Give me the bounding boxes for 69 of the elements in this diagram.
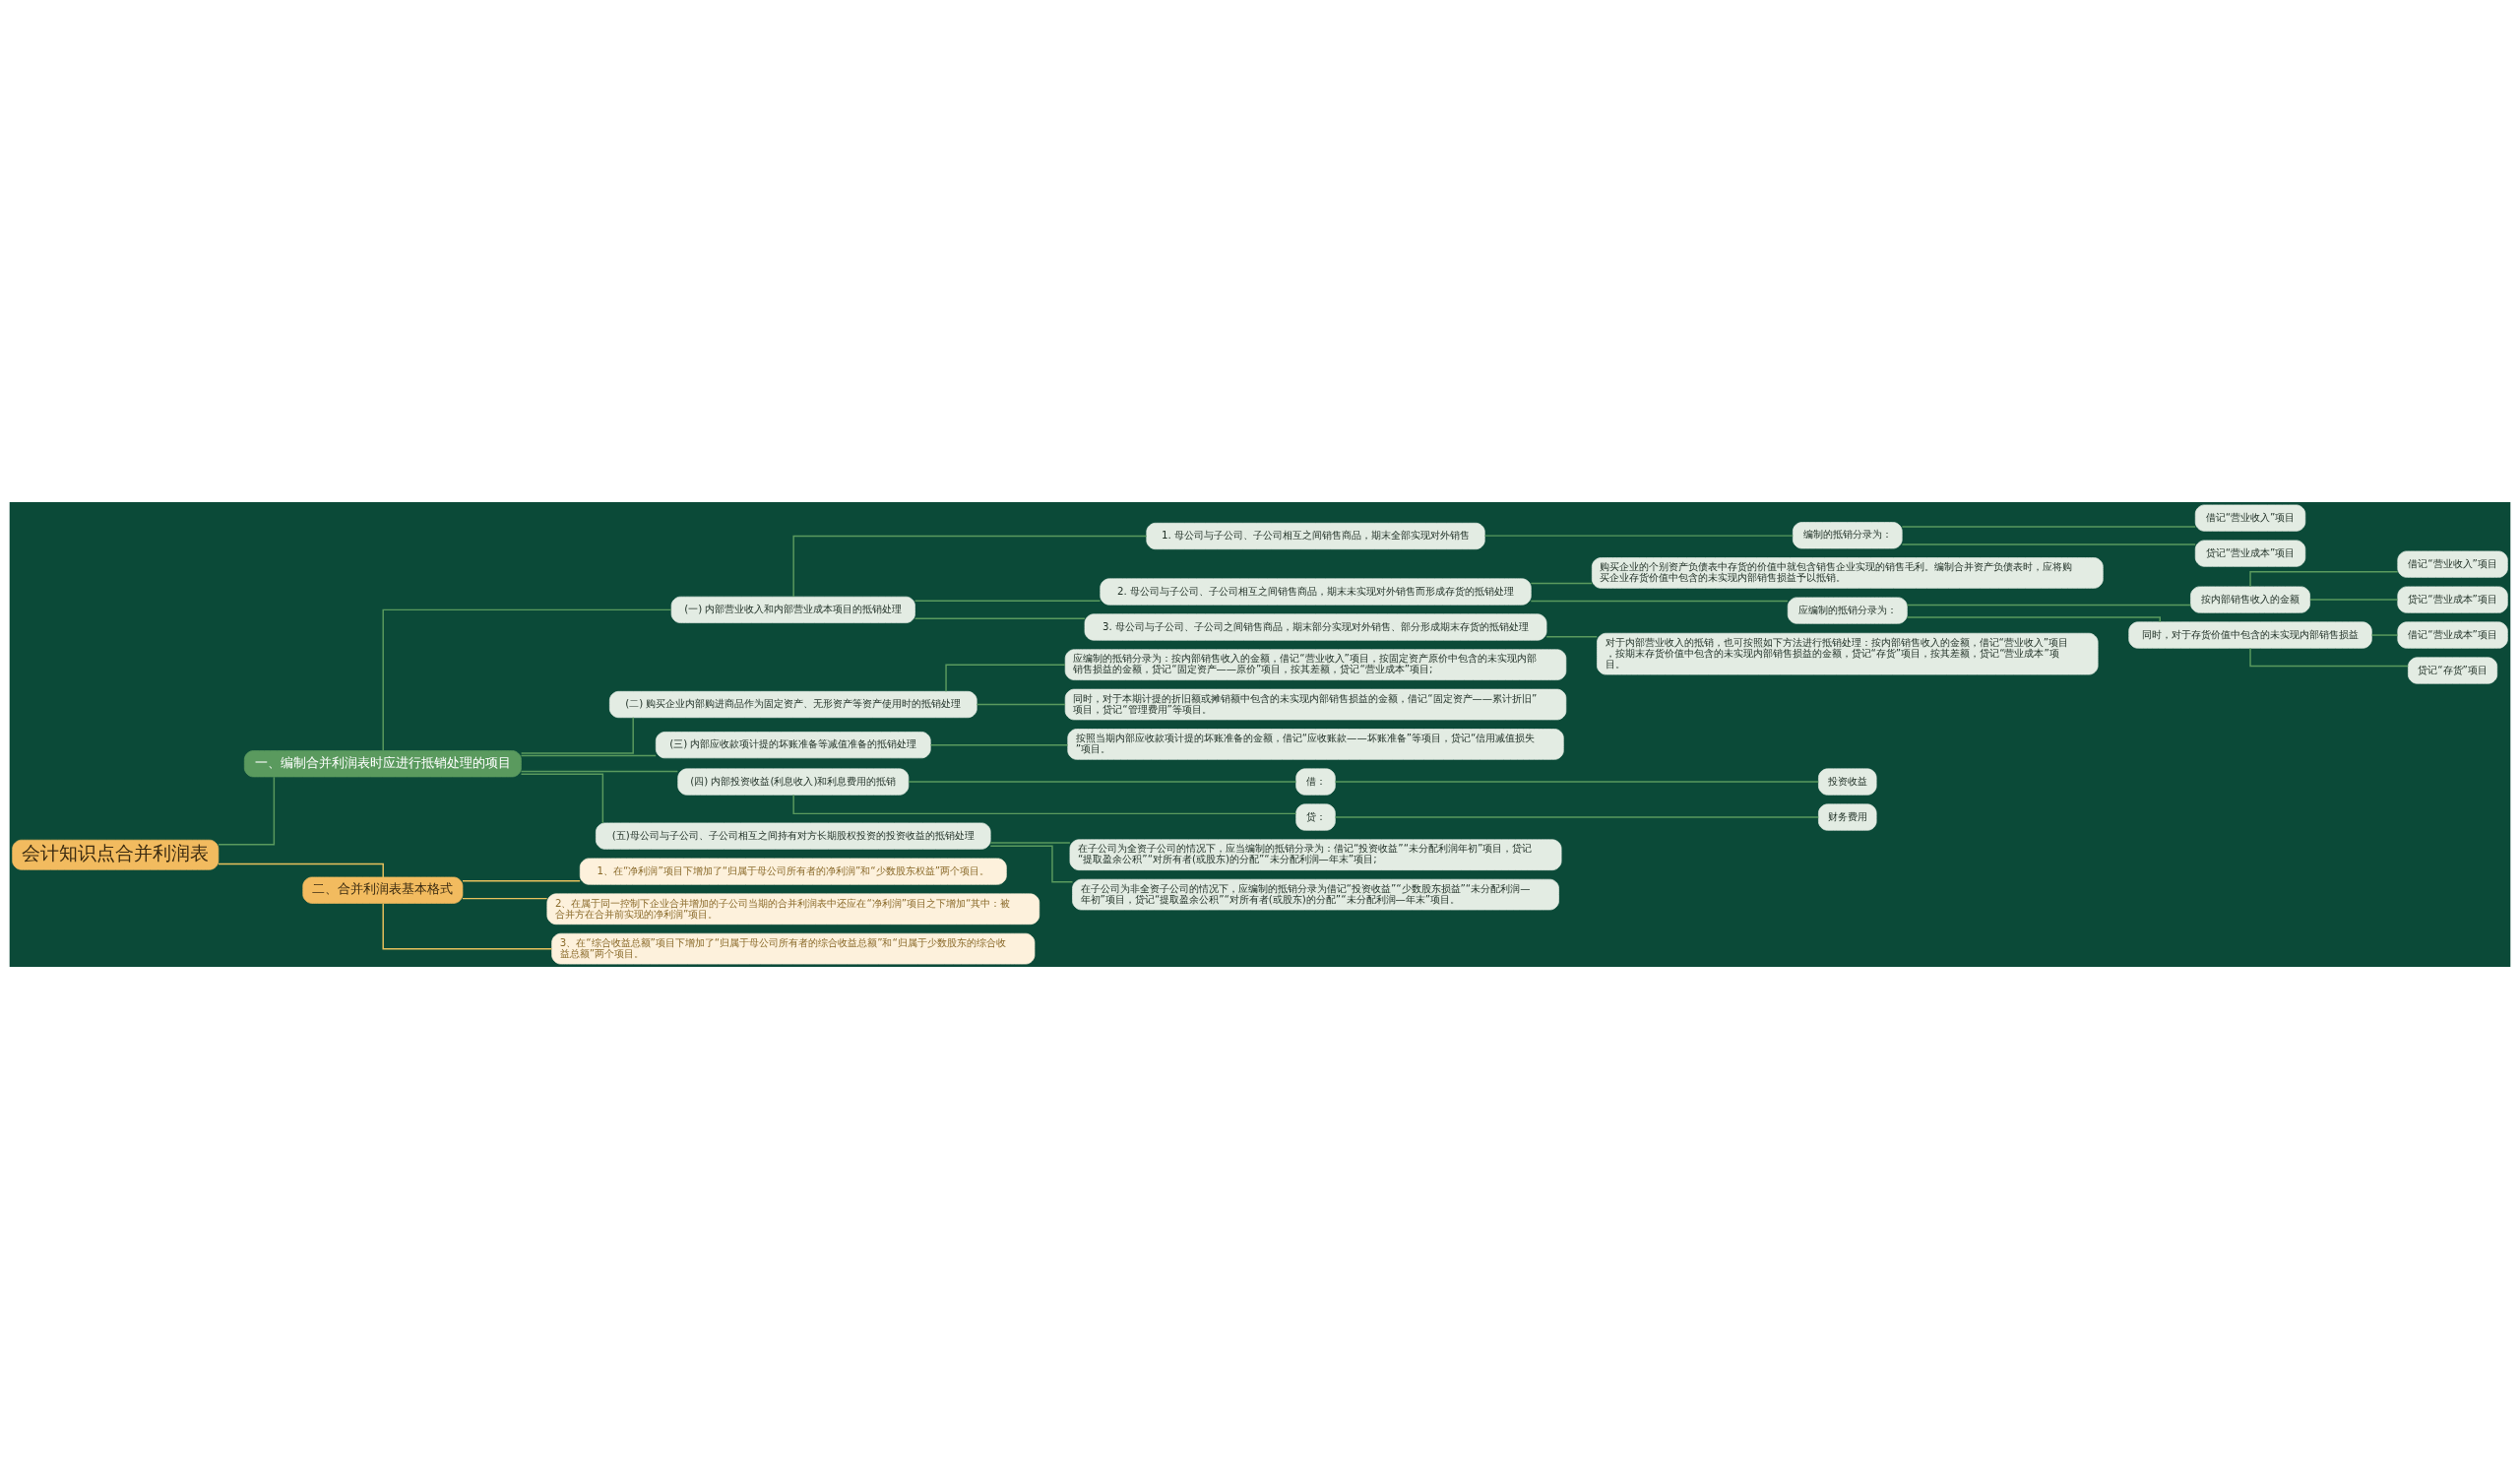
node-box: 购买企业的个别资产负债表中存货的价值中就包含销售企业实现的销售毛利。编制合并资产负债表时，应将购买企业存货价值中包含的未实现内部销售损益予以抵销。 xyxy=(1591,557,2104,589)
connector xyxy=(976,703,1066,706)
connector xyxy=(2370,634,2399,636)
node-box: (四) 内部投资收益(利息收入)和利息费用的抵销 xyxy=(677,768,910,796)
node-box: 在子公司为全资子公司的情况下，应当编制的抵销分录为：借记“投资收益”“未分配利润年初”项目，贷记“提取盈余公积”“对所有者(或股东)的分配”“未分配利润—年末”项目; xyxy=(1069,839,1562,870)
connector xyxy=(1901,543,2196,545)
connector xyxy=(520,773,604,824)
connector xyxy=(908,781,1297,783)
node-box: 借记“营业收入”项目 xyxy=(2194,504,2306,532)
connector xyxy=(1545,636,1598,638)
node-box: 编制的抵销分录为： xyxy=(1793,522,1903,549)
node-box: 对于内部营业收入的抵销，也可按照如下方法进行抵销处理：按内部销售收入的金额，借记“营业收入”项目，按期末存货价值中包含的未实现内部销售损益的金额，贷记“存货”项目，按其差额，贷记“营业成本”项目。 xyxy=(1597,632,2099,675)
connector xyxy=(2249,647,2409,668)
node-box: 2. 母公司与子公司、子公司相互之间销售商品，期末未实现对外销售而形成存货的抵销处理 xyxy=(1100,578,1532,606)
connector xyxy=(520,717,634,754)
node-box: 借： xyxy=(1295,768,1336,796)
node-box: 同时，对于存货价值中包含的未实现内部销售损益 xyxy=(2128,621,2372,649)
node-box: 按内部销售收入的金额 xyxy=(2190,586,2310,613)
node-box: (一) 内部营业收入和内部营业成本项目的抵销处理 xyxy=(670,596,915,623)
node-box: 贷记“营业成本”项目 xyxy=(2397,586,2508,613)
connector xyxy=(945,664,1066,693)
connector xyxy=(1530,582,1593,585)
node-box: 贷： xyxy=(1295,803,1336,831)
connector xyxy=(218,776,276,846)
node-box: 按照当期内部应收款项计提的坏账准备的金额，借记“应收账款——坏账准备”等项目，贷记“信用减值损失”项目。 xyxy=(1067,729,1564,760)
connector xyxy=(2309,599,2399,601)
node-box: 应编制的抵销分录为：按内部销售收入的金额，借记“营业收入”项目，按固定资产原价中包含的未实现内部销售损益的金额，贷记“固定资产——原价”项目，按其差额，贷记“营业成本”项目; xyxy=(1064,649,1567,680)
node-box: 应编制的抵销分录为： xyxy=(1787,597,1908,624)
connector xyxy=(929,743,1069,746)
node-box: 一、编制合并利润表时应进行抵销处理的项目 xyxy=(243,750,522,778)
connector xyxy=(520,770,679,773)
node-box: 会计知识点合并利润表 xyxy=(12,839,220,870)
node-box: 借记“营业成本”项目 xyxy=(2397,621,2508,649)
connector xyxy=(218,862,384,878)
node-box: 1、在“净利润”项目下增加了“归属于母公司所有者的净利润”和“少数股东权益”两个项目。 xyxy=(579,858,1007,885)
connector xyxy=(792,794,1297,815)
node-box: (五)母公司与子公司、子公司相互之间持有对方长期股权投资的投资收益的抵销处理 xyxy=(596,822,991,850)
connector xyxy=(1906,604,2192,607)
connector xyxy=(1334,781,1820,783)
node-box: 贷记“营业成本”项目 xyxy=(2194,540,2306,567)
connector xyxy=(792,535,1148,598)
connector xyxy=(989,842,1071,844)
connector xyxy=(1901,526,2196,528)
node-box: 3、在“综合收益总额”项目下增加了“归属于母公司所有者的综合收益总额”和“归属于少数股东的综合收益总额”两个项目。 xyxy=(551,932,1036,965)
connector xyxy=(1906,616,2161,623)
node-box: 1. 母公司与子公司、子公司相互之间销售商品，期末全部实现对外销售 xyxy=(1146,522,1485,550)
connector xyxy=(520,754,657,757)
node-box: (二) 购买企业内部购进商品作为固定资产、无形资产等资产使用时的抵销处理 xyxy=(609,690,977,719)
node-box: 3. 母公司与子公司、子公司之间销售商品，期末部分实现对外销售、部分形成期末存货的抵销处理 xyxy=(1084,613,1547,641)
node-box: 在子公司为非全资子公司的情况下，应编制的抵销分录为借记“投资收益”“少数股东损益”“未分配利润—年初”项目，贷记“提取盈余公积”“对所有者(或股东)的分配”“未分配利润—年末”项目。 xyxy=(1072,878,1559,911)
node-box: 二、合并利润表基本格式 xyxy=(302,876,464,904)
connector xyxy=(2249,571,2399,588)
node-box: 同时，对于本期计提的折旧额或摊销额中包含的未实现内部销售损益的金额，借记“固定资产——累计折旧”项目，贷记“管理费用”等项目。 xyxy=(1064,688,1567,721)
node-box: 贷记“存货”项目 xyxy=(2408,657,2498,684)
connector xyxy=(1334,816,1820,818)
connector xyxy=(914,600,1102,602)
connector xyxy=(914,617,1086,619)
connector xyxy=(462,897,548,900)
connector xyxy=(989,845,1074,883)
node-box: 借记“营业收入”项目 xyxy=(2397,550,2508,578)
node-box: 财务费用 xyxy=(1818,803,1877,831)
connector xyxy=(1530,600,1789,603)
connector xyxy=(462,879,581,882)
node-box: (三) 内部应收款项计提的坏账准备等减值准备的抵销处理 xyxy=(655,732,931,759)
connector xyxy=(382,902,553,950)
connector xyxy=(382,608,672,752)
node-box: 2、在属于同一控制下企业合并增加的子公司当期的合并利润表中还应在“净利润”项目之下增加“其中：被合并方在合并前实现的净利润”项目。 xyxy=(546,893,1040,926)
node-box: 投资收益 xyxy=(1818,768,1877,796)
connector xyxy=(1483,535,1795,537)
